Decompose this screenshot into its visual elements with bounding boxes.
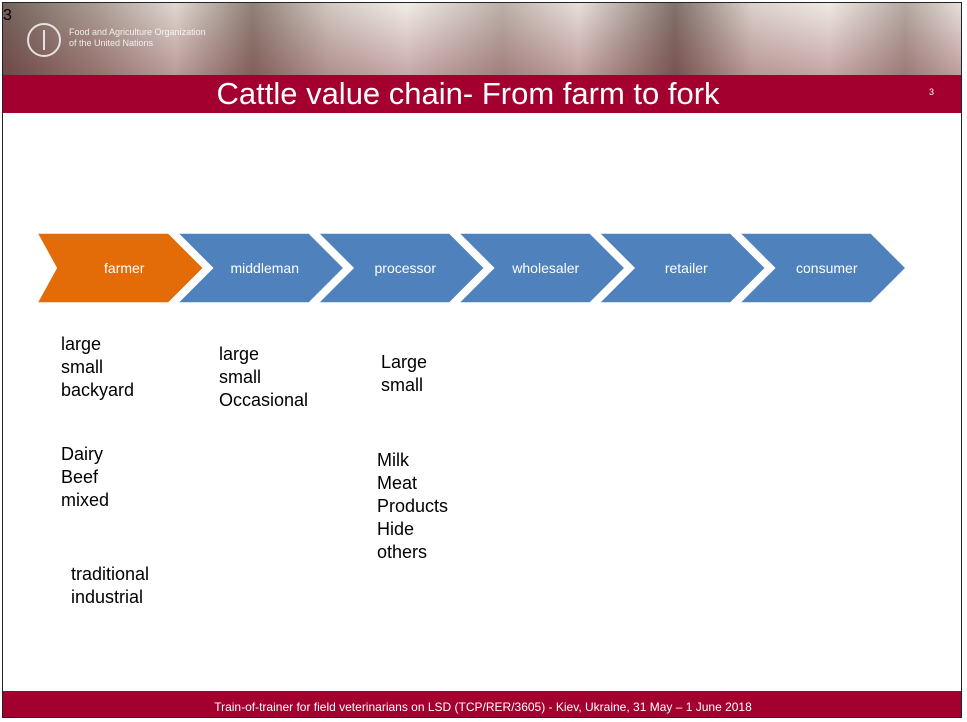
list-item: Products	[377, 496, 449, 516]
chevron-consumer	[738, 233, 908, 303]
fao-logo-line1: Food and Agriculture Organization	[69, 27, 206, 37]
chevron-wholesaler	[457, 233, 627, 303]
fao-logo-text: Food and Agriculture Organization of the…	[69, 27, 206, 49]
chevron-label-wholesaler: wholesaler	[511, 260, 579, 276]
list-item: Hide	[377, 519, 415, 539]
fao-logo-line2: of the United Nations	[69, 38, 154, 48]
list-item: mixed	[61, 490, 110, 510]
value-chain-diagram: farmer middleman processor wholesaler retail…	[37, 233, 908, 303]
list-item: Milk	[377, 450, 409, 470]
chevron-label-processor: processor	[375, 260, 437, 276]
chevron-farmer	[37, 233, 205, 303]
chevron-label-retailer: retailer	[665, 260, 708, 276]
page-number: 3	[929, 87, 935, 97]
footer-text: Train-of-trainer for field veterinarians…	[214, 700, 752, 714]
slide-title: Cattle value chain- From farm to fork	[216, 76, 720, 111]
middleman-size-list: large small Occasional	[219, 343, 308, 412]
list-item: large	[219, 344, 260, 364]
list-item: traditional	[71, 564, 150, 584]
list-item: others	[377, 542, 428, 562]
processor-product-list: Milk Meat Products Hide others	[377, 449, 448, 564]
chevron-group: farmer middleman processor wholesaler retail…	[37, 233, 908, 303]
list-item: Large	[381, 352, 428, 372]
chevron-middleman	[176, 233, 346, 303]
chevron-label-consumer: consumer	[796, 260, 858, 276]
title-bar: Cattle value chain- From farm to fork 3	[3, 75, 961, 113]
list-item: industrial	[71, 587, 144, 607]
footer-bar: Train-of-trainer for field veterinarians…	[3, 691, 961, 717]
farmer-size-list: large small backyard	[61, 333, 134, 402]
header-photo-banner: Food and Agriculture Organization of the…	[3, 3, 961, 75]
header-photo-shade	[3, 3, 961, 75]
slide-number-corner: 3	[3, 7, 12, 24]
chevron-retailer	[597, 233, 767, 303]
list-item: large	[61, 334, 102, 354]
list-item: small	[61, 357, 104, 377]
farmer-system-list: traditional industrial	[71, 563, 149, 609]
list-item: small	[219, 367, 262, 387]
list-item: backyard	[61, 380, 135, 400]
list-item: Dairy	[61, 444, 104, 464]
fao-logo-icon	[27, 23, 61, 57]
chevron-label-middleman: middleman	[231, 260, 299, 276]
list-item: small	[381, 375, 424, 395]
farmer-type-list: Dairy Beef mixed	[61, 443, 109, 512]
chevron-processor	[316, 233, 486, 303]
chevron-label-farmer: farmer	[104, 260, 145, 276]
list-item: Occasional	[219, 390, 309, 410]
processor-size-list: Large small	[381, 351, 427, 397]
list-item: Beef	[61, 467, 99, 487]
list-item: Meat	[377, 473, 418, 493]
